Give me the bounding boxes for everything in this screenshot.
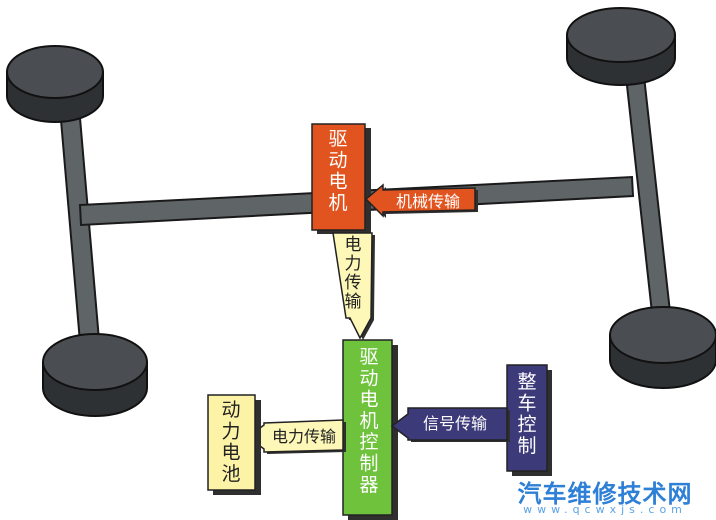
wheel-front-left xyxy=(6,45,104,123)
drive-motor-box: 驱动电机 xyxy=(311,123,371,234)
power-arrow-vertical-label: 电力传输 xyxy=(345,235,362,312)
wheel-rear-left xyxy=(42,333,148,417)
watermark-title: 汽车维修技术网 xyxy=(517,480,693,508)
motor-controller-label: 驱动电机控制器 xyxy=(359,346,378,496)
motor-controller-box: 驱动电机控制器 xyxy=(342,339,398,520)
power-arrow-vertical: 电力传输 xyxy=(332,232,375,340)
drive-motor-label: 驱动电机 xyxy=(328,128,347,214)
mechanical-arrow: 机械传输 xyxy=(364,183,478,218)
vehicle-controller-label: 整车控制 xyxy=(517,371,536,457)
battery-label: 动力电池 xyxy=(221,399,240,485)
wheel-rear-right xyxy=(566,7,676,86)
battery-box: 动力电池 xyxy=(207,394,261,495)
power-arrow-horizontal-label: 电力传输 xyxy=(272,427,336,446)
power-arrow-horizontal: 电力传输 xyxy=(246,419,346,454)
signal-arrow: 信号传输 xyxy=(390,407,510,442)
mechanical-arrow-label: 机械传输 xyxy=(396,192,460,211)
vehicle-controller-box: 整车控制 xyxy=(506,364,552,476)
watermark-url: www.qcwxjs.com xyxy=(523,503,687,516)
wheel-front-right xyxy=(609,306,716,389)
signal-arrow-label: 信号传输 xyxy=(423,414,487,433)
